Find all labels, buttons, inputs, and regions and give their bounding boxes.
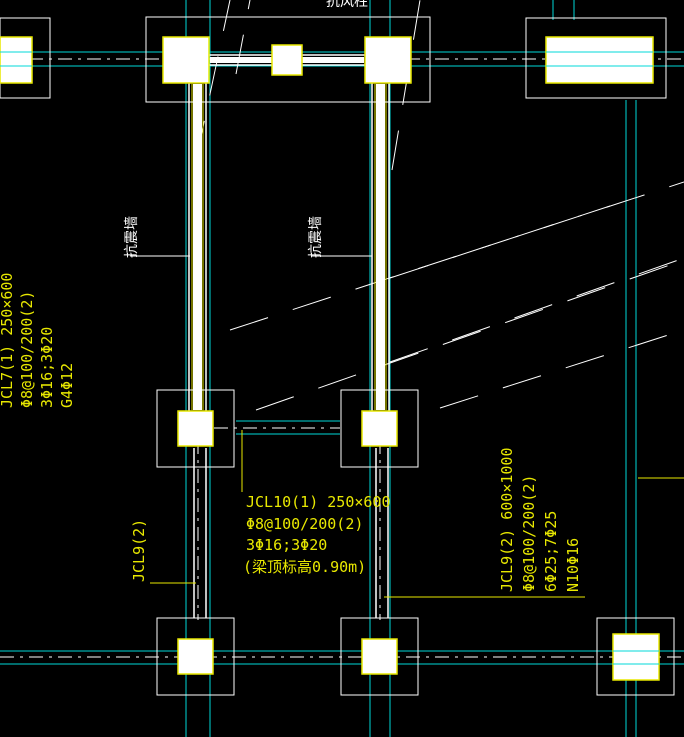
footing-top-left bbox=[0, 17, 51, 99]
beams bbox=[188, 54, 390, 618]
annotation-jcl7: JCL7(1) 250×600 Φ8@100/200(2) 3Φ16;3Φ20 … bbox=[0, 273, 76, 408]
jcl10-line1: JCL10(1) 250×600 bbox=[246, 493, 391, 511]
footing-top-right bbox=[525, 17, 667, 99]
beam-fills bbox=[193, 57, 385, 410]
label-wall-mid: 抗震墙 bbox=[308, 216, 324, 258]
axis-overlays bbox=[0, 51, 659, 665]
hatch-line-4 bbox=[439, 329, 684, 409]
columns bbox=[0, 36, 660, 681]
column-top-left bbox=[162, 36, 210, 84]
annotation-jcl10: JCL10(1) 250×600 Φ8@100/200(2) 3Φ16;3Φ20… bbox=[243, 493, 391, 576]
hatch-line-2 bbox=[255, 259, 684, 411]
footing-mid-mid bbox=[340, 389, 419, 468]
column-top-small bbox=[271, 44, 303, 76]
beam-fill-edges bbox=[191, 84, 387, 410]
footing-mid-left bbox=[156, 389, 235, 468]
jcl7-line2: Φ8@100/200(2) bbox=[18, 291, 36, 408]
beam-left-fill bbox=[193, 84, 202, 410]
label-top-clipped: 抗风柱 bbox=[326, 0, 368, 10]
column-bottom-mid bbox=[361, 638, 398, 675]
column-mid-left bbox=[177, 410, 214, 447]
footings bbox=[0, 16, 675, 696]
beam-mid-fill bbox=[376, 84, 385, 410]
leader-lines bbox=[130, 255, 684, 598]
jcl7-line3: 3Φ16;3Φ20 bbox=[38, 327, 56, 408]
column-top-far-right bbox=[545, 36, 654, 84]
jcl9-right-line3: 6Φ25;7Φ25 bbox=[542, 511, 560, 592]
column-edge-left bbox=[0, 36, 33, 84]
annotation-jcl9-right: JCL9(2) 600×1000 Φ8@100/200(2) 6Φ25;7Φ25… bbox=[498, 448, 582, 593]
hatch-line-7 bbox=[391, 0, 421, 171]
jcl7-line4: G4Φ12 bbox=[58, 363, 76, 408]
footing-bottom-right bbox=[596, 617, 675, 696]
label-jcl9-left: JCL9(2) bbox=[130, 519, 148, 582]
column-bottom-left bbox=[177, 638, 214, 675]
footing-bottom-mid bbox=[340, 617, 419, 696]
column-mid-mid bbox=[361, 410, 398, 447]
jcl10-line3: 3Φ16;3Φ20 bbox=[246, 536, 327, 554]
hatch-line-5 bbox=[389, 205, 611, 279]
jcl7-line1: JCL7(1) 250×600 bbox=[0, 273, 16, 408]
jcl10-line2: Φ8@100/200(2) bbox=[246, 515, 363, 533]
hatch-line-3 bbox=[389, 257, 684, 363]
jcl9-right-line4: N10Φ16 bbox=[564, 538, 582, 592]
column-bottom-right bbox=[612, 633, 660, 681]
jcl9-right-line2: Φ8@100/200(2) bbox=[520, 475, 538, 592]
footing-bottom-left bbox=[156, 617, 235, 696]
column-top-right bbox=[364, 36, 412, 84]
label-wall-left: 抗震墙 bbox=[124, 216, 140, 258]
footing-top-combined bbox=[145, 16, 431, 103]
jcl9-right-line1: JCL9(2) 600×1000 bbox=[498, 448, 516, 593]
jcl10-line4: (梁顶标高0.90m) bbox=[243, 558, 366, 576]
